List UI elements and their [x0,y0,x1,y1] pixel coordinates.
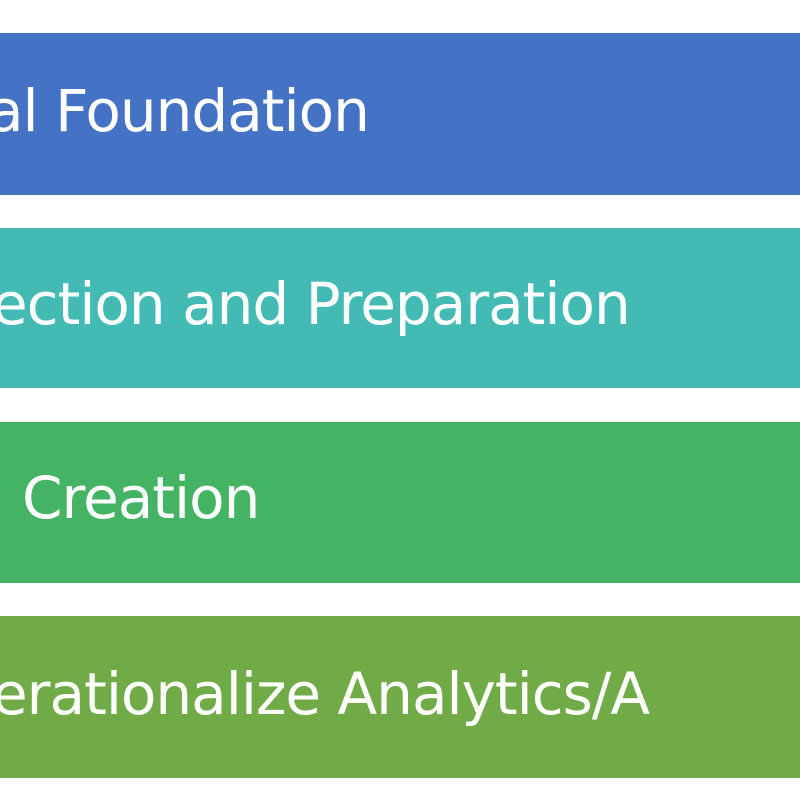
layer-creation: Creation [0,422,800,583]
layer-label: erationalize Analytics/A [0,660,650,728]
layer-label: al Foundation [0,77,370,145]
layer-foundation: al Foundation [0,33,800,195]
layer-operationalize: erationalize Analytics/A [0,616,800,778]
layer-label: ection and Preparation [0,270,631,338]
layer-label: Creation [22,464,260,532]
layer-collection-preparation: ection and Preparation [0,228,800,388]
